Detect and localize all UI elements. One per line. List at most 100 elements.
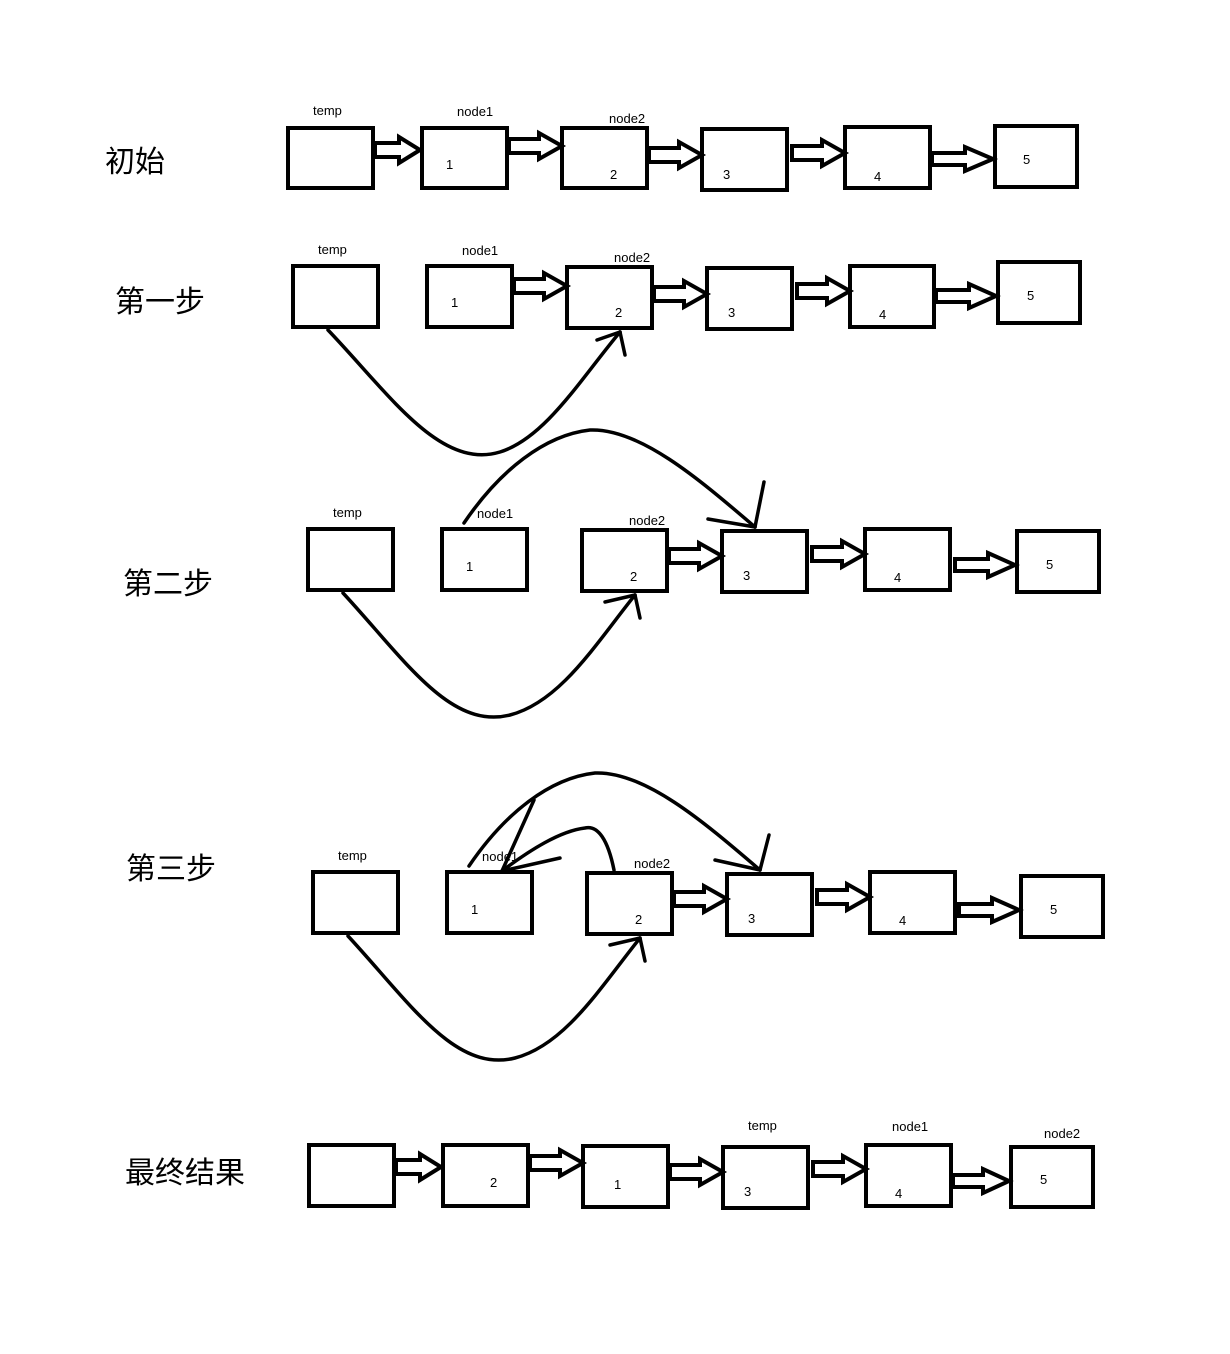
- list-node-box: [705, 266, 794, 331]
- next-arrow-icon: [951, 1165, 1014, 1197]
- node-value: 2: [610, 167, 617, 182]
- list-node-box: [581, 1144, 670, 1209]
- next-arrow-icon: [795, 274, 855, 308]
- pointer-label: temp: [748, 1118, 777, 1133]
- list-node-box: [843, 125, 932, 190]
- pointer-label: node2: [609, 111, 645, 126]
- next-arrow-icon: [507, 129, 567, 163]
- arrowhead-icon: [603, 593, 637, 604]
- arrowhead-icon: [758, 833, 771, 872]
- node-value: 2: [490, 1175, 497, 1190]
- row-title: 第二步: [123, 567, 213, 602]
- list-node-box: [863, 527, 952, 592]
- node-value: 3: [744, 1184, 751, 1199]
- list-node-box: [425, 264, 514, 329]
- node-value: 2: [635, 912, 642, 927]
- node-value: 1: [466, 559, 473, 574]
- next-arrow-icon: [815, 880, 875, 914]
- list-node-box: [440, 527, 529, 592]
- node-value: 4: [895, 1186, 902, 1201]
- list-node-box: [700, 127, 789, 192]
- next-arrow-icon: [512, 269, 572, 303]
- arrowhead-icon: [500, 798, 536, 873]
- list-node-box: [307, 1143, 396, 1208]
- next-arrow-icon: [668, 1155, 728, 1189]
- temp-to-node2-curve: [346, 934, 642, 1062]
- list-node-box: [306, 527, 395, 592]
- next-arrow-icon: [652, 277, 712, 311]
- node-value: 3: [748, 911, 755, 926]
- pointer-label: node2: [634, 856, 670, 871]
- list-node-box: [580, 528, 669, 593]
- next-arrow-icon: [930, 143, 999, 175]
- temp-to-node2-curve: [341, 591, 637, 719]
- list-node-box: [993, 124, 1079, 189]
- node-value: 1: [446, 157, 453, 172]
- list-node-box: [291, 264, 380, 329]
- pointer-label: node1: [892, 1119, 928, 1134]
- list-node-box: [864, 1143, 953, 1208]
- pointer-label: node2: [1044, 1126, 1080, 1141]
- arrowhead-icon: [595, 330, 622, 342]
- node-value: 5: [1023, 152, 1030, 167]
- next-arrow-icon: [373, 133, 424, 167]
- node1-to-node3-curve: [467, 771, 762, 872]
- node-value: 5: [1050, 902, 1057, 917]
- pointer-label: node2: [629, 513, 665, 528]
- list-node-box: [441, 1143, 530, 1208]
- list-node-box: [848, 264, 936, 329]
- row-title: 第三步: [126, 852, 216, 887]
- list-node-box: [1009, 1145, 1095, 1209]
- row-step-three: 第三步 temp node1 1 node2 2 3 4 5: [126, 771, 1105, 1062]
- node-value: 3: [743, 568, 750, 583]
- arrowhead-icon: [633, 593, 642, 620]
- pointer-label: temp: [338, 848, 367, 863]
- arrowhead-icon: [638, 936, 647, 963]
- next-arrow-icon: [934, 280, 1001, 312]
- pointer-label: temp: [333, 505, 362, 520]
- arrowhead-icon: [753, 480, 766, 529]
- row-initial: 初始 temp node1 1 node2 2 3 4 5: [105, 103, 1079, 192]
- node2-to-node1-curve: [500, 825, 616, 873]
- row-final-result: 最终结果 2 1 temp 3 node1 4 node2 5: [125, 1118, 1095, 1210]
- list-node-box: [868, 870, 957, 935]
- node1-to-node3-curve: [462, 428, 757, 529]
- list-node-box: [1015, 529, 1101, 594]
- next-arrow-icon: [953, 549, 1020, 581]
- node-value: 5: [1046, 557, 1053, 572]
- node-value: 4: [874, 169, 881, 184]
- next-arrow-icon: [647, 138, 707, 172]
- node-value: 3: [728, 305, 735, 320]
- list-node-box: [996, 260, 1082, 325]
- arrowhead-icon: [706, 517, 757, 529]
- node-value: 1: [471, 902, 478, 917]
- list-node-box: [721, 1145, 810, 1210]
- node-value: 4: [879, 307, 886, 322]
- list-node-box: [1019, 874, 1105, 939]
- next-arrow-icon: [957, 894, 1024, 926]
- pointer-label: node2: [614, 250, 650, 265]
- next-arrow-icon: [672, 882, 732, 916]
- list-node-box: [286, 126, 375, 190]
- next-arrow-icon: [790, 136, 850, 170]
- row-step-one: 第一步 temp node1 1 node2 2 3 4 5: [115, 242, 1082, 457]
- list-node-box: [565, 265, 654, 330]
- next-arrow-icon: [667, 539, 727, 573]
- next-arrow-icon: [811, 1152, 871, 1186]
- arrowhead-icon: [618, 330, 627, 357]
- pointer-label: node1: [477, 506, 513, 521]
- next-arrow-icon: [810, 537, 870, 571]
- arrowhead-icon: [608, 936, 642, 947]
- node-value: 1: [451, 295, 458, 310]
- row-step-two: 第二步 temp node1 1 node2 2 3 4 5: [123, 428, 1101, 719]
- node-value: 5: [1027, 288, 1034, 303]
- node-value: 4: [899, 913, 906, 928]
- list-node-box: [311, 870, 400, 935]
- arrowhead-icon: [713, 858, 762, 872]
- pointer-label: node1: [457, 104, 493, 119]
- node-value: 2: [630, 569, 637, 584]
- next-arrow-icon: [394, 1150, 445, 1184]
- row-title: 最终结果: [125, 1156, 245, 1191]
- list-node-box: [585, 871, 674, 936]
